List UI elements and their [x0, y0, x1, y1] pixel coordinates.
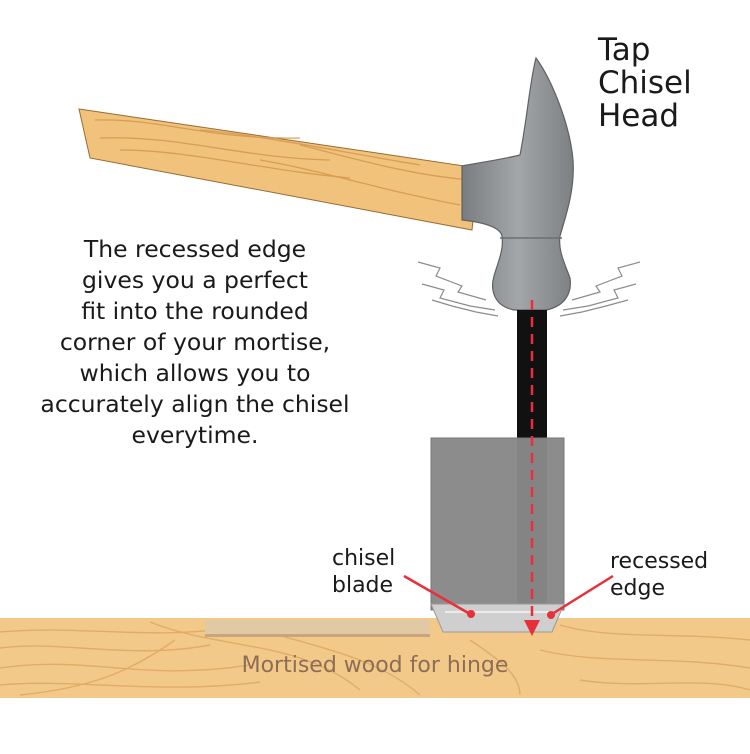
- pointer-recessed-edge-dot: [547, 611, 555, 619]
- label-chisel-blade: chisel blade: [332, 546, 396, 598]
- wood-grain: [0, 621, 750, 696]
- diagram-title: Tap Chisel Head: [598, 32, 692, 134]
- hammer-head: [461, 56, 574, 311]
- mortise-recess: [205, 620, 430, 636]
- wood-board: [0, 618, 750, 698]
- impact-lines: [417, 261, 641, 317]
- label-recessed-edge: recessed edge: [610, 549, 709, 601]
- pointer-chisel-blade: [403, 574, 471, 616]
- caption: Mortised wood for hinge: [241, 653, 509, 678]
- pointer-recessed-edge: [551, 574, 614, 616]
- pointers: [403, 574, 614, 619]
- pointer-chisel-blade-dot: [467, 610, 475, 618]
- hammer-handle-grain: [94, 119, 471, 206]
- description-text: The recessed edge gives you a perfect fi…: [40, 235, 350, 449]
- chisel-blade-edge: [430, 603, 565, 633]
- alignment-arrowhead: [524, 620, 540, 636]
- mortise-shadow: [205, 634, 430, 637]
- hammer: [78, 56, 574, 311]
